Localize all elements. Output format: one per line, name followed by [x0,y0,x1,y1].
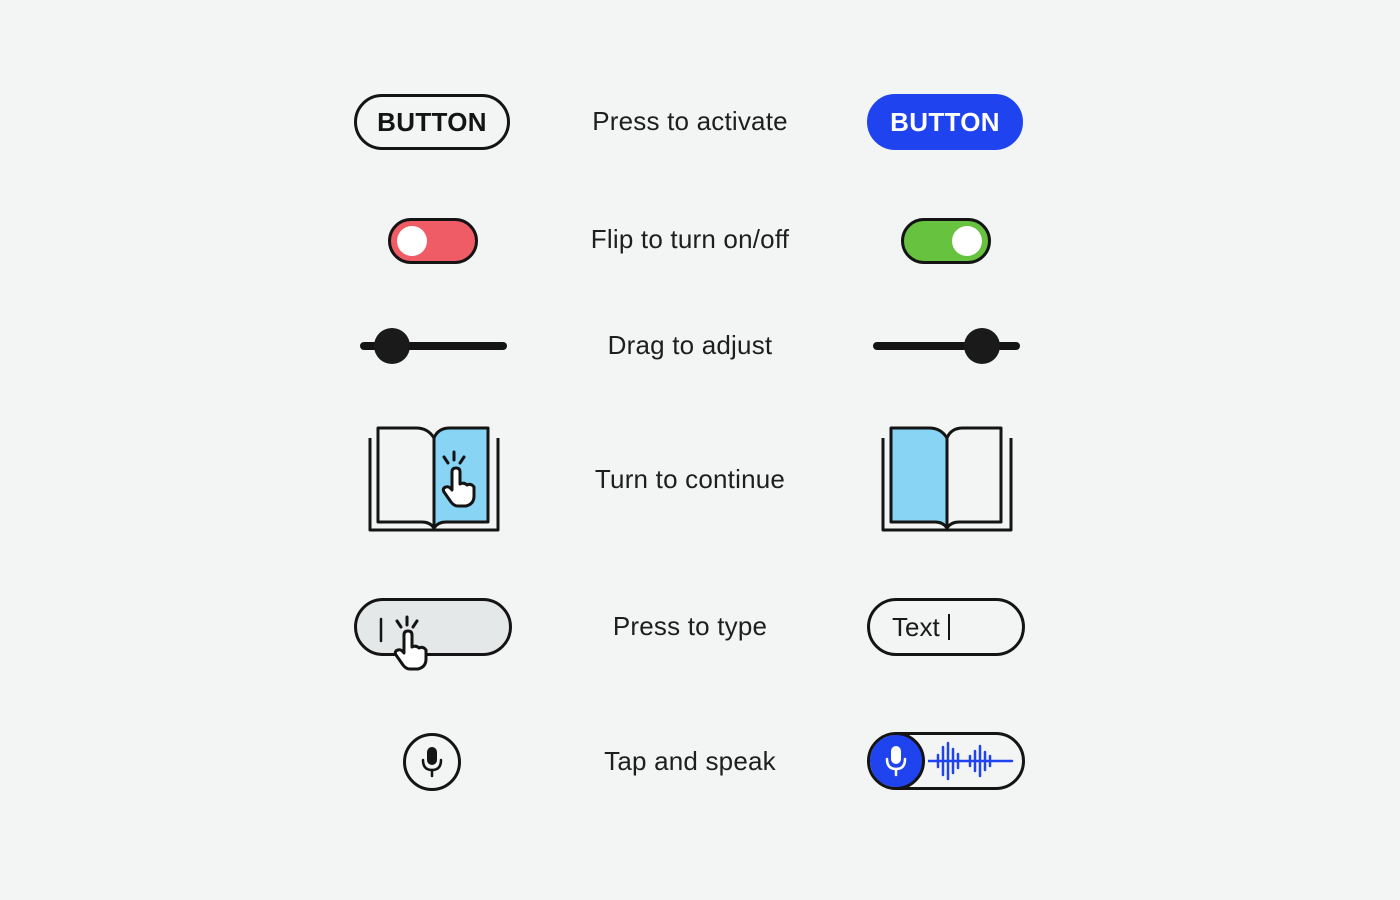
label-drag-to-adjust: Drag to adjust [607,330,773,360]
tap-hand-icon [379,615,428,671]
toggle-on[interactable] [901,218,991,264]
voice-mic-button[interactable] [870,735,925,787]
voice-input-active[interactable] [867,732,1025,790]
open-book-with-tap-icon[interactable] [366,424,500,534]
toggle-knob [952,226,982,256]
input-text-value: Text [892,611,940,642]
filled-button[interactable]: BUTTON [867,94,1023,150]
slider-left-thumb[interactable] [374,328,411,364]
label-tap-and-speak: Tap and speak [604,746,776,776]
slider-left-track[interactable] [360,342,507,350]
waveform-icon [928,741,1014,781]
label-press-to-type: Press to type [612,611,768,641]
label-turn-to-continue: Turn to continue [594,464,786,494]
text-input-filled[interactable]: Text [867,598,1025,656]
microphone-icon [885,746,907,777]
label-flip-to-turn: Flip to turn on/off [590,224,790,254]
toggle-off[interactable] [388,218,478,264]
open-book-icon[interactable] [879,424,1013,534]
outline-button[interactable]: BUTTON [354,94,510,150]
text-input-empty[interactable] [354,598,512,671]
mic-button[interactable] [403,733,461,791]
slider-right-track[interactable] [873,342,1020,350]
microphone-icon [421,747,443,778]
text-caret [947,614,950,640]
label-press-to-activate: Press to activate [592,106,788,136]
tap-hand-icon [441,450,476,508]
slider-right-thumb[interactable] [963,328,1000,364]
toggle-knob [397,226,427,256]
